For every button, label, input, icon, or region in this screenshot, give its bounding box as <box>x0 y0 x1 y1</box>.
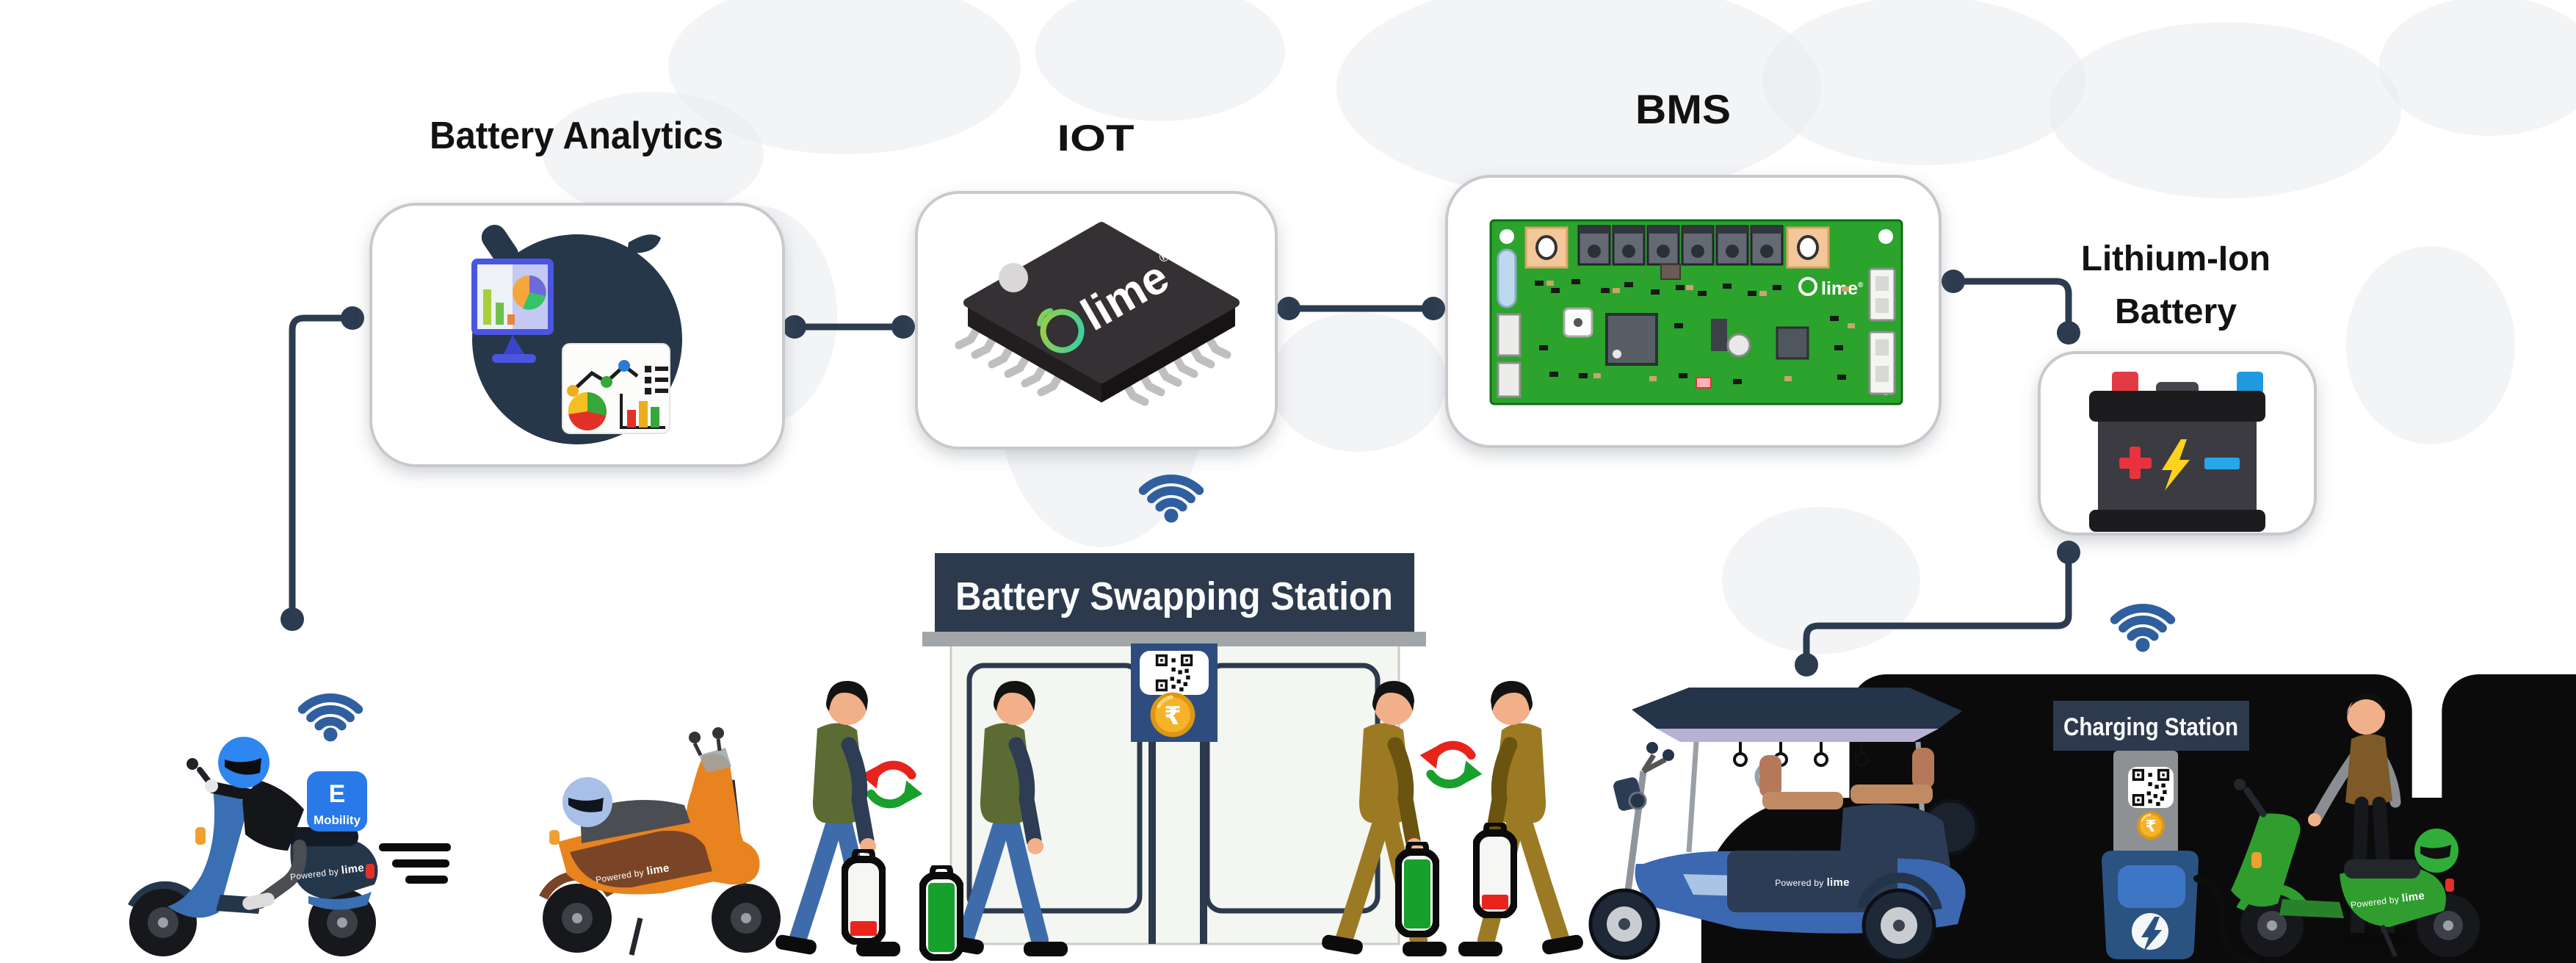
charging-station: Charging Station ₹ <box>2053 701 2260 963</box>
emobility-badge-line1: E <box>329 780 346 808</box>
connector-bms-to-lithium <box>1942 270 2080 345</box>
kiosk-post-left <box>1148 740 1156 944</box>
sign-beam <box>922 632 1426 646</box>
battery-plus-symbol <box>2119 447 2152 479</box>
bms-brand-reg: ® <box>1858 281 1864 289</box>
bms-brand-text: lime <box>1821 278 1858 299</box>
analytics-title: Battery Analytics <box>430 115 723 157</box>
charging-station-sign-text: Charging Station <box>2063 713 2238 741</box>
charging-station-sign <box>2053 701 2249 751</box>
swap-arrows-left-icon <box>861 764 923 804</box>
depleted-battery-case-right <box>1476 823 1514 915</box>
swap-station-sign-text: Battery Swapping Station <box>955 574 1393 618</box>
rickshaw-hand-grips <box>1733 742 1869 767</box>
svg-text:lime®: lime® <box>1821 278 1864 299</box>
payment-kiosk: ₹ <box>1131 643 1218 742</box>
lithium-title: Lithium-Ion Battery <box>2081 239 2271 331</box>
lithium-title-line2: Battery <box>2115 292 2237 331</box>
connector-analytics-to-iot <box>783 315 915 339</box>
iot-chip: lime® <box>955 222 1240 406</box>
dashboard-chart-icon <box>562 343 670 434</box>
battery-rack-left <box>966 663 1143 914</box>
lithium-battery-icon <box>2089 372 2265 532</box>
bms-mosfets <box>1577 225 1784 266</box>
battery-analytics-icon <box>471 225 682 444</box>
bms-small-components <box>1535 279 1846 384</box>
orange-scooter: Powered bylime <box>539 727 781 956</box>
iot-title: IOT <box>1057 118 1135 159</box>
emobility-badge: E Mobility <box>307 771 367 832</box>
pump-screen <box>2118 865 2185 908</box>
speed-lines-icon <box>379 843 451 884</box>
charged-battery-case-right <box>1398 843 1436 934</box>
wifi-icon-emobility <box>303 698 358 742</box>
person-with-depleted-battery-right <box>1458 680 1585 956</box>
charged-battery-case-left <box>922 866 960 958</box>
lime-logo-bms: lime® <box>1798 277 1864 299</box>
charging-bolt-icon <box>2141 917 2162 952</box>
scooter-rider <box>205 737 307 910</box>
rupee-symbol-kiosk: ₹ <box>1164 701 1182 731</box>
swap-station-sign <box>935 553 1414 632</box>
bms-title: BMS <box>1635 86 1731 132</box>
emobility-badge-line2: Mobility <box>314 813 361 827</box>
kiosk-post-right <box>1200 740 1207 944</box>
bms-pads <box>1546 281 1855 381</box>
swap-arrows-right-icon <box>1420 744 1483 785</box>
monitor-chart-icon <box>471 259 554 363</box>
charging-cable <box>2193 875 2260 963</box>
bms-capacitor <box>1497 248 1517 309</box>
depleted-battery-case-left <box>844 850 883 942</box>
lithium-title-line1: Lithium-Ion <box>2081 239 2271 278</box>
rupee-symbol-pump: ₹ <box>2145 818 2156 836</box>
chip-pins-left <box>955 310 1072 397</box>
scooter-mirror <box>187 758 198 770</box>
connector-lithium-to-rickshaw <box>1795 541 2080 677</box>
connector-analytics-to-scooter <box>281 306 364 631</box>
battery-bolt-symbol <box>2162 439 2190 491</box>
wifi-icon-charging-station <box>2115 608 2171 652</box>
connector-iot-to-bms <box>1277 297 1445 320</box>
battery-minus-symbol <box>2204 458 2240 469</box>
bms-board: lime® <box>1489 219 1903 405</box>
